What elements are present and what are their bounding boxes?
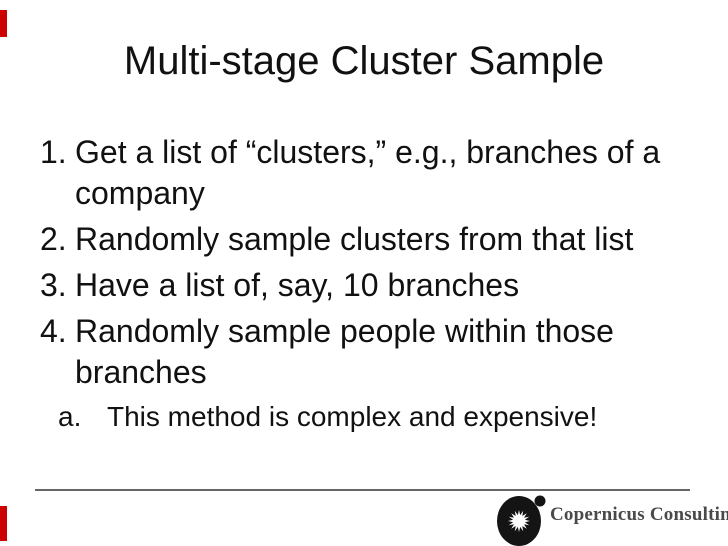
sub-list-item: a. This method is complex and expensive! — [40, 398, 695, 436]
list-item-number: 4. — [40, 313, 67, 349]
list-item-text: Randomly sample people within those bran… — [75, 313, 614, 390]
list-item-number: 2. — [40, 221, 67, 257]
sub-list-item-letter: a. — [58, 401, 82, 432]
slide-title: Multi-stage Cluster Sample — [123, 39, 605, 83]
list-item: 3. Have a list of, say, 10 branches — [40, 265, 695, 306]
list-item-number: 1. — [40, 134, 67, 170]
red-accent-bar-bottom — [0, 506, 7, 541]
list-item: 4. Randomly sample people within those b… — [40, 311, 695, 393]
brand-name: Copernicus Consulting — [550, 504, 728, 525]
list-item-text: Have a list of, say, 10 branches — [75, 267, 520, 303]
sun-starburst-icon — [497, 495, 546, 546]
footer-divider-line — [35, 489, 690, 491]
red-accent-bar-top — [0, 10, 7, 37]
list-item-number: 3. — [40, 267, 67, 303]
list-item: 2. Randomly sample clusters from that li… — [40, 219, 695, 260]
copernicus-logo: Copernicus Consulting — [495, 493, 728, 546]
list-item: 1. Get a list of “clusters,” e.g., branc… — [40, 132, 695, 214]
sub-list-item-text: This method is complex and expensive! — [107, 401, 598, 432]
list-item-text: Get a list of “clusters,” e.g., branches… — [75, 134, 661, 211]
list-item-text: Randomly sample clusters from that list — [75, 221, 634, 257]
numbered-list: 1. Get a list of “clusters,” e.g., branc… — [40, 132, 695, 441]
